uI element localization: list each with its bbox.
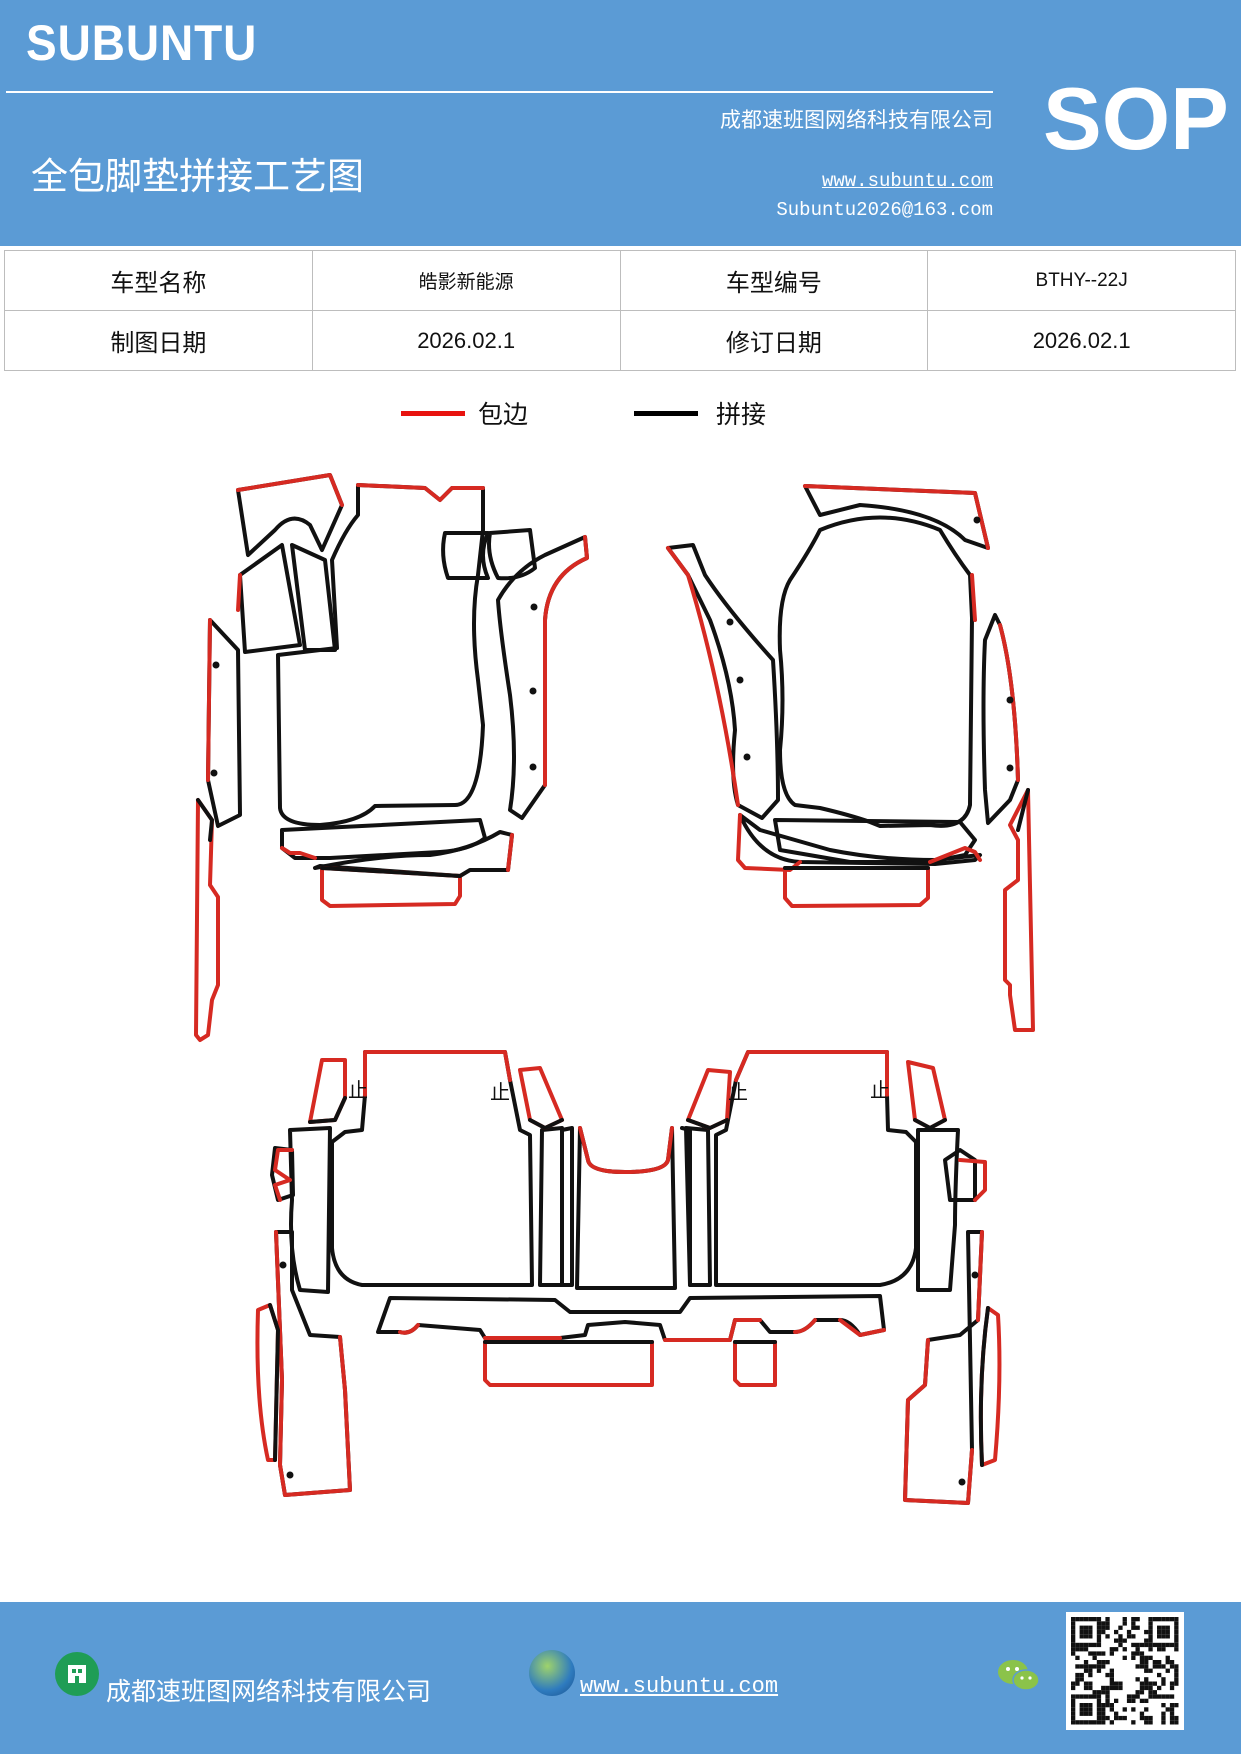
mat-edge — [236, 473, 344, 507]
mat-edge — [273, 1148, 294, 1202]
qr-code-graphic — [1071, 1617, 1179, 1725]
sop-badge: SOP — [1043, 69, 1229, 168]
front-right-mat-set — [666, 484, 1035, 1032]
mat-piece — [194, 798, 220, 1042]
mat-edge — [206, 618, 212, 782]
mat-piece — [906, 1060, 947, 1130]
mat-edge — [506, 833, 514, 872]
stop-markers: 止 止 止 止 — [348, 1078, 890, 1104]
header-banner: SUBUNTU 成都速班图网络科技有限公司 全包脚垫拼接工艺图 www.subu… — [0, 0, 1241, 246]
drawing-date-label: 制图日期 — [4, 310, 313, 371]
mat-piece — [496, 535, 589, 820]
model-name-label: 车型名称 — [4, 250, 313, 311]
mat-piece — [288, 1126, 332, 1294]
mat-seam — [913, 1118, 947, 1130]
mat-piece — [238, 543, 302, 654]
mat-edge — [543, 535, 589, 787]
building-icon — [55, 1652, 99, 1696]
mat-piece — [916, 1128, 960, 1292]
legend: 包边 拼接 — [0, 395, 1241, 445]
table-row: 车型名称 皓影新能源 车型编号 BTHY--22J — [4, 250, 1236, 311]
mat-piece — [733, 1340, 777, 1387]
wechat-icon[interactable] — [996, 1656, 1042, 1696]
stop-marker: 止 — [870, 1078, 890, 1102]
stop-marker: 止 — [490, 1080, 510, 1104]
model-code-label: 车型编号 — [619, 250, 929, 311]
mat-edge — [398, 1318, 886, 1342]
mat-seam — [320, 866, 462, 878]
legend-swatch-seam — [634, 411, 698, 416]
vehicle-info-table: 车型名称 皓影新能源 车型编号 BTHY--22J 制图日期 2026.02.1… — [4, 250, 1236, 371]
mat-seam — [686, 1118, 729, 1130]
mat-edge — [998, 623, 1020, 782]
brand-logo: SUBUNTU — [26, 15, 258, 71]
stop-marker: 止 — [728, 1080, 748, 1104]
mat-piece — [538, 1126, 564, 1287]
model-name-value: 皓影新能源 — [311, 250, 621, 311]
footer-website-link[interactable]: www.subuntu.com — [580, 1674, 779, 1699]
mat-piece — [803, 484, 990, 550]
header-email: Subuntu2026@163.com — [776, 199, 993, 221]
mat-piece — [276, 483, 485, 827]
mat-edge — [903, 1230, 984, 1505]
mat-piece — [714, 1050, 918, 1287]
mat-piece — [330, 1050, 534, 1287]
header-company: 成都速班图网络科技有限公司 — [720, 108, 993, 132]
qr-code — [1066, 1612, 1184, 1730]
mat-piece — [680, 1126, 692, 1287]
header-divider — [6, 91, 993, 93]
mat-edge — [274, 1230, 352, 1497]
page-title: 全包脚垫拼接工艺图 — [31, 155, 364, 198]
rear-mat-set — [255, 1050, 1002, 1505]
legend-label-seam: 拼接 — [716, 400, 767, 429]
mat-piece — [575, 1126, 677, 1290]
mat-piece — [686, 1068, 732, 1130]
revision-date-label: 修订日期 — [619, 310, 929, 371]
mat-seam — [978, 1306, 990, 1467]
mat-seam — [1016, 788, 1030, 832]
stop-marker: 止 — [348, 1078, 368, 1102]
mat-piece — [487, 528, 537, 581]
mat-piece — [666, 543, 780, 820]
mat-edge — [666, 546, 740, 807]
mat-piece — [560, 1126, 574, 1287]
mat-edge — [803, 484, 990, 550]
model-code-value: BTHY--22J — [927, 250, 1236, 311]
mat-piece — [236, 473, 344, 557]
header-website-link[interactable]: www.subuntu.com — [821, 170, 993, 192]
mat-piece — [518, 1066, 564, 1130]
mat-piece — [483, 1340, 654, 1387]
mat-edge — [363, 1050, 512, 1097]
footer-bar: 成都速班图网络科技有限公司 www.subuntu.com — [0, 1602, 1241, 1754]
drawing-date-value: 2026.02.1 — [311, 310, 621, 371]
legend-swatch-edge — [401, 411, 465, 416]
mat-edge — [578, 1126, 674, 1174]
mat-seam — [528, 1118, 564, 1130]
footer-company: 成都速班图网络科技有限公司 — [106, 1677, 432, 1706]
mat-edge — [356, 483, 485, 502]
mat-seam — [268, 1303, 280, 1462]
mat-piece — [943, 1148, 977, 1202]
mat-piece — [777, 515, 974, 828]
legend-label-edge: 包边 — [478, 400, 529, 429]
mat-piece — [738, 813, 982, 866]
mat-edge — [970, 573, 977, 622]
mat-piece — [441, 531, 490, 580]
revision-date-value: 2026.02.1 — [927, 310, 1236, 371]
table-row: 制图日期 2026.02.1 修订日期 2026.02.1 — [4, 310, 1236, 371]
mat-piece — [783, 866, 930, 908]
mat-edge — [958, 1158, 987, 1202]
mat-edge — [236, 573, 242, 612]
mat-piece — [376, 1294, 886, 1342]
mat-piece — [206, 618, 242, 828]
mat-piece — [1003, 788, 1035, 1032]
mat-seam — [196, 798, 214, 842]
front-left-mat-set — [194, 473, 589, 1042]
mat-seam — [308, 1096, 347, 1124]
mat-edge — [734, 1050, 889, 1097]
mat-edge — [928, 846, 982, 864]
mat-edge — [280, 846, 317, 860]
globe-icon — [529, 1650, 575, 1696]
